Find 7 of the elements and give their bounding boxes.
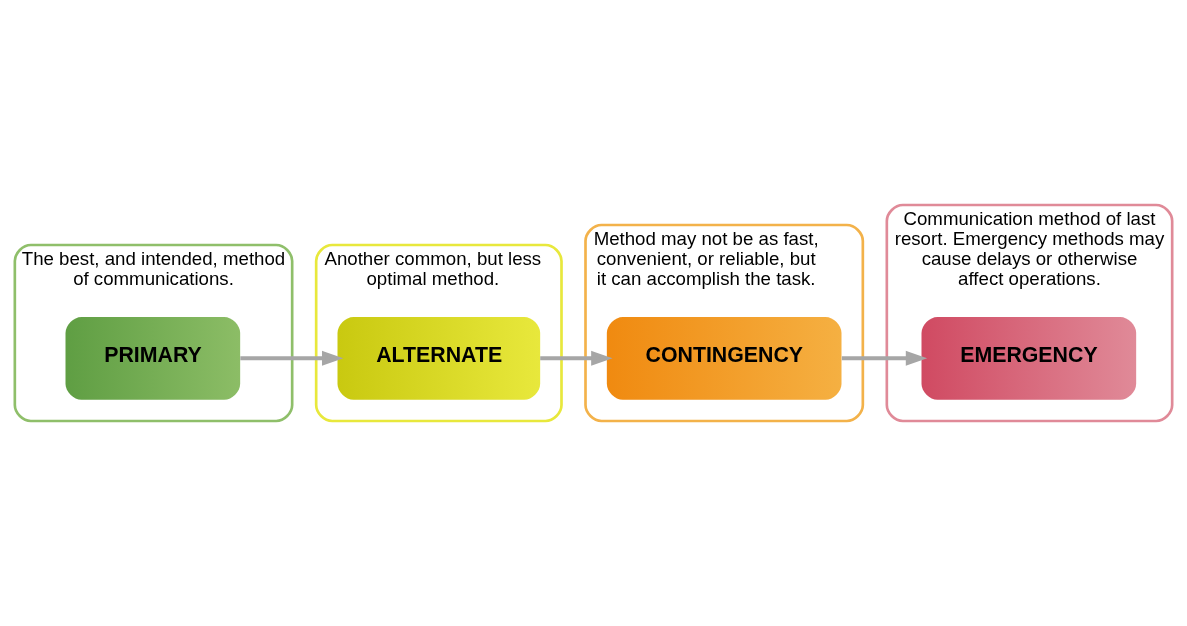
node-box: ALTERNATE <box>337 317 541 400</box>
node-box: CONTINGENCY <box>606 317 842 400</box>
node-box: PRIMARY <box>65 317 241 400</box>
node-box: EMERGENCY <box>921 317 1137 400</box>
arrow <box>240 350 344 366</box>
arrow <box>841 350 928 366</box>
arrow <box>540 350 613 366</box>
